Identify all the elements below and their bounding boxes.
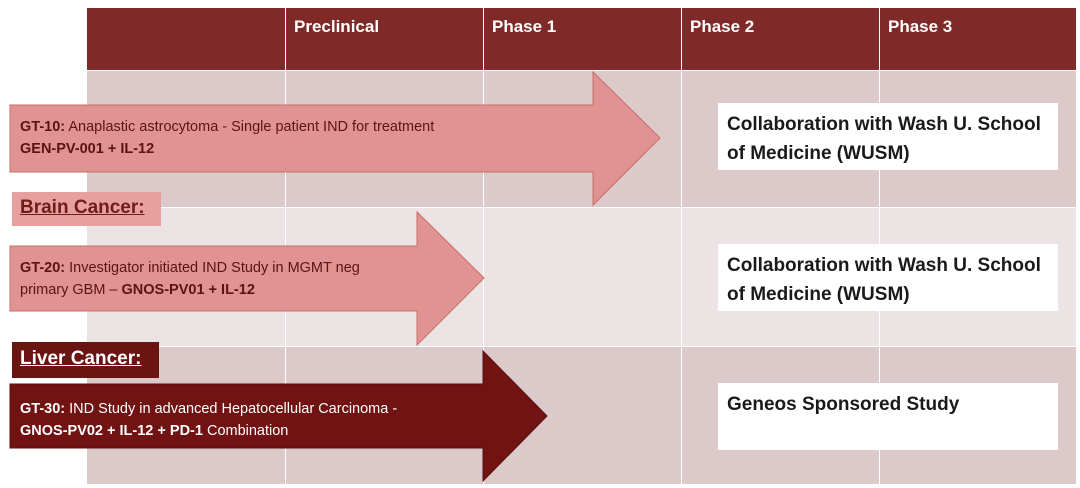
program-gt20-text: GT-20: Investigator initiated IND Study … [20,260,360,298]
header-bar [87,8,1076,70]
header-phase-3: Phase 3 [888,17,953,36]
label-liver-cancer: Liver Cancer: [12,342,159,378]
status-box-gt10: Collaboration with Wash U. School of Med… [718,103,1058,170]
arrow-gt30 [9,349,548,483]
program-code: GT-20: [20,260,66,276]
arrow-gt20 [9,210,485,347]
status-box-gt20: Collaboration with Wash U. School of Med… [718,244,1058,311]
header-phase-1: Phase 1 [492,17,557,36]
arrow-gt10 [9,70,661,207]
program-code: GT-30: [20,401,66,417]
header-phase-2: Phase 2 [690,17,755,36]
program-code: GT-10: [20,119,66,135]
label-brain-cancer: Brain Cancer: [12,192,161,226]
program-gt30-text: GT-30: IND Study in advanced Hepatocellu… [20,401,398,439]
column-divider [681,8,682,484]
status-box-gt30: Geneos Sponsored Study [718,383,1058,450]
program-gt10-text: GT-10: Anaplastic astrocytoma - Single p… [20,119,435,157]
header-preclinical: Preclinical [294,17,380,36]
column-divider [483,8,484,484]
